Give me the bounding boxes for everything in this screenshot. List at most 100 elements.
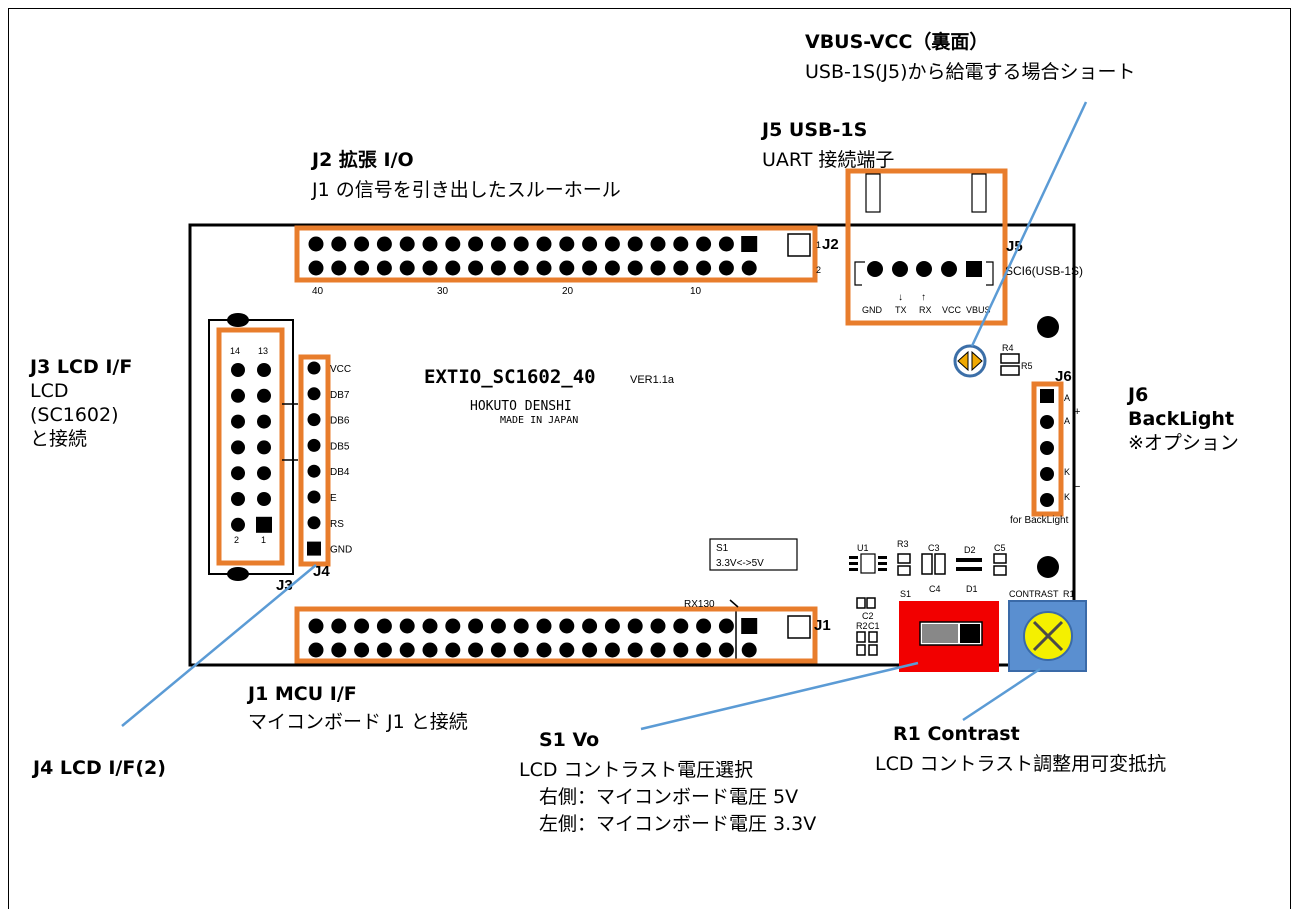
pcb-outline (188, 223, 1076, 667)
j5-ref: J5 (1006, 238, 1023, 255)
j2-ref: J2 (822, 236, 839, 253)
j3-pin (257, 440, 271, 455)
j6-highlight (1031, 381, 1064, 517)
header-pin (604, 642, 620, 658)
callout-r1-desc: LCD コントラスト調整用可変抵抗 (875, 753, 1167, 775)
j3-pin (231, 363, 245, 377)
j4-leader (121, 564, 317, 727)
j3-pin (257, 466, 271, 481)
header-pin (376, 236, 392, 252)
r1-part-label: R1 (1063, 589, 1075, 599)
j1-highlight (294, 606, 818, 664)
j3-outline (208, 319, 294, 575)
header-pin (604, 260, 620, 276)
u1-label: U1 (857, 543, 869, 553)
board-made-in: MADE IN JAPAN (500, 415, 578, 426)
callout-r1-title: R1 Contrast (893, 723, 1020, 745)
header-pin (354, 236, 370, 252)
header-pin (627, 618, 643, 634)
j4-pin-label: DB7 (330, 390, 350, 401)
j6-pin (1040, 441, 1054, 455)
callout-j1: J1 MCU I/F マイコンボード J1 と接続 (248, 682, 468, 734)
j3-pin (231, 517, 245, 532)
j3-pin1: 1 (261, 535, 266, 545)
svg-text:↑: ↑ (921, 292, 926, 303)
j3-highlight (216, 327, 285, 566)
r2-label: R2 (856, 621, 868, 631)
j5-pin-label: VCC (942, 305, 962, 315)
callout-j6-title2: BackLight (1128, 408, 1235, 430)
j3-pin14: 14 (230, 346, 240, 356)
j5-pin (916, 261, 932, 277)
header-pin (673, 618, 689, 634)
header-pin (627, 642, 643, 658)
header-pin (536, 236, 552, 252)
j2-pin1: 1 (816, 240, 821, 250)
s1-silk-line2: 3.3V<->5V (716, 558, 764, 569)
header-pin (468, 260, 484, 276)
s1-leader (640, 661, 919, 731)
j6-pin-label: A (1064, 416, 1070, 426)
rx130-label: RX130 (684, 599, 715, 610)
j1-header (308, 615, 811, 658)
header-pin (490, 236, 506, 252)
j3-pins (231, 363, 272, 533)
header-pin (422, 260, 438, 276)
j6-plus: + (1074, 406, 1080, 418)
callout-j1-title: J1 MCU I/F (248, 683, 357, 705)
header-pin (445, 260, 461, 276)
j5-pin (867, 261, 883, 277)
header-pin (513, 642, 529, 658)
j2-header (308, 233, 811, 276)
header-pin (490, 618, 506, 634)
callout-s1-title: S1 Vo (539, 729, 600, 751)
j6-pin-square (1040, 389, 1054, 403)
j5-pin-label: GND (862, 305, 883, 315)
header-pin (673, 642, 689, 658)
vbus-leader (970, 101, 1088, 347)
callout-j3-desc2: (SC1602) (30, 404, 119, 426)
r3-label: R3 (897, 539, 909, 549)
callout-s1-right: 右側：マイコンボード電圧 5V (539, 786, 799, 808)
callout-j4: J4 LCD I/F(2) (33, 756, 166, 780)
header-pin (376, 260, 392, 276)
j4-pin-label: DB6 (330, 416, 350, 427)
header-pin (559, 618, 575, 634)
c1-label: C1 (868, 621, 880, 631)
header-pin (741, 642, 757, 658)
header-pin (673, 260, 689, 276)
j2-tick-label: 10 (690, 286, 702, 297)
j4-pin-label: DB5 (330, 441, 350, 452)
header-pin (582, 642, 598, 658)
header-pin (696, 260, 712, 276)
header-pin (718, 260, 734, 276)
j6-pin-label: K (1064, 492, 1070, 502)
header-pin (696, 642, 712, 658)
j3-pin-square (256, 516, 272, 533)
s1-silk-line1: S1 (716, 543, 729, 554)
j3-pin (231, 466, 245, 481)
j5-pin-square (966, 261, 982, 277)
callout-vbus-desc: USB-1S(J5)から給電する場合ショート (805, 61, 1136, 83)
header-pin (422, 236, 438, 252)
board-maker: HOKUTO DENSHI (470, 399, 572, 414)
header-pin (582, 618, 598, 634)
header-pin (741, 260, 757, 276)
callout-j4-title: J4 LCD I/F(2) (33, 757, 166, 779)
d2-label: D2 (964, 545, 976, 555)
callout-j3-desc3: と接続 (30, 428, 88, 450)
callout-j3-desc1: LCD (30, 380, 69, 402)
header-pin (399, 260, 415, 276)
header-pin (331, 642, 347, 658)
j2-tick-label: 30 (437, 286, 449, 297)
callout-j2: J2 拡張 I/O J1 の信号を引き出したスルーホール (312, 148, 621, 202)
header-pin (331, 260, 347, 276)
callout-j6-title1: J6 (1128, 384, 1149, 406)
j6-pin-label: A (1064, 393, 1070, 403)
header-pin (650, 642, 666, 658)
svg-text:↓: ↓ (898, 292, 903, 303)
header-pin (696, 236, 712, 252)
